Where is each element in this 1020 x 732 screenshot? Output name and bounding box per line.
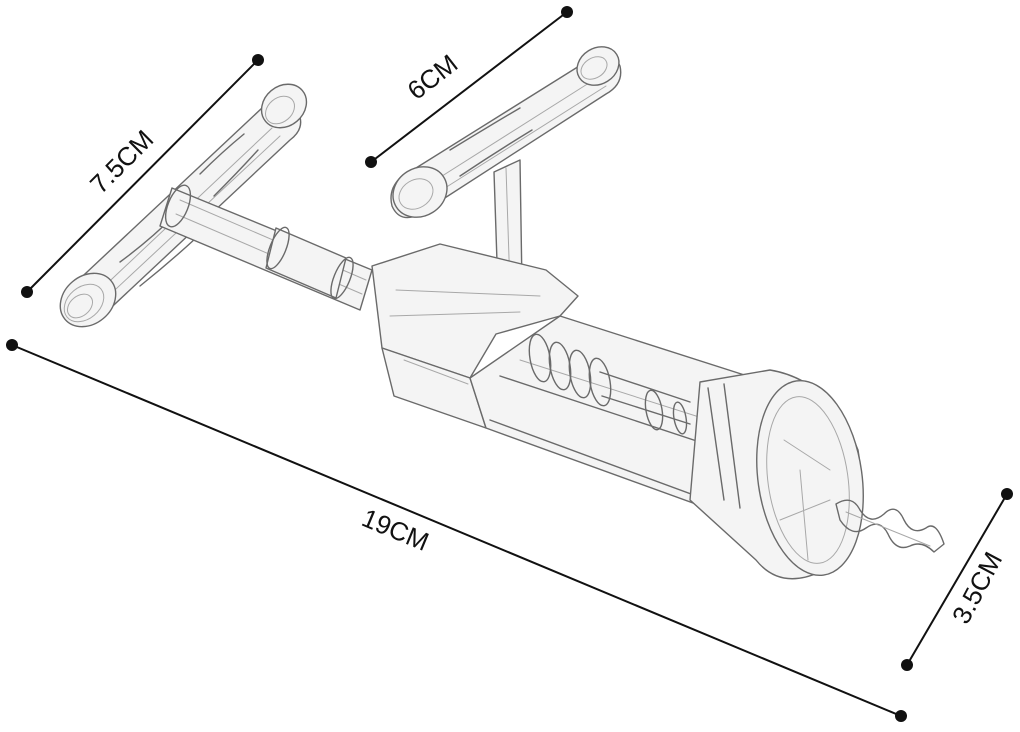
dimension-endpoint — [901, 659, 913, 671]
dimension-label: 3.5CM — [946, 547, 1008, 629]
dimension-endpoint — [1001, 488, 1013, 500]
corkscrew-bell — [689, 369, 864, 580]
dimension-endpoint — [21, 286, 33, 298]
dimension-endpoint — [6, 339, 18, 351]
corkscrew-illustration — [59, 46, 945, 580]
dimension-endpoint — [252, 54, 264, 66]
dimension-line — [906, 493, 1008, 666]
dimension-bell-diameter: 3.5CM — [901, 488, 1013, 671]
dimension-line — [11, 344, 902, 717]
dimension-line — [26, 59, 259, 293]
dimension-label: 7.5CM — [84, 124, 159, 199]
dimension-label: 6CM — [402, 48, 464, 105]
dimension-line — [370, 11, 568, 163]
dimension-label: 19CM — [358, 503, 434, 557]
corkscrew-body — [371, 243, 761, 521]
main-shaft — [159, 184, 373, 311]
corkscrew-worm — [835, 499, 945, 553]
dimension-endpoint — [365, 156, 377, 168]
dimension-endpoint — [895, 710, 907, 722]
dimension-endpoint — [561, 6, 573, 18]
